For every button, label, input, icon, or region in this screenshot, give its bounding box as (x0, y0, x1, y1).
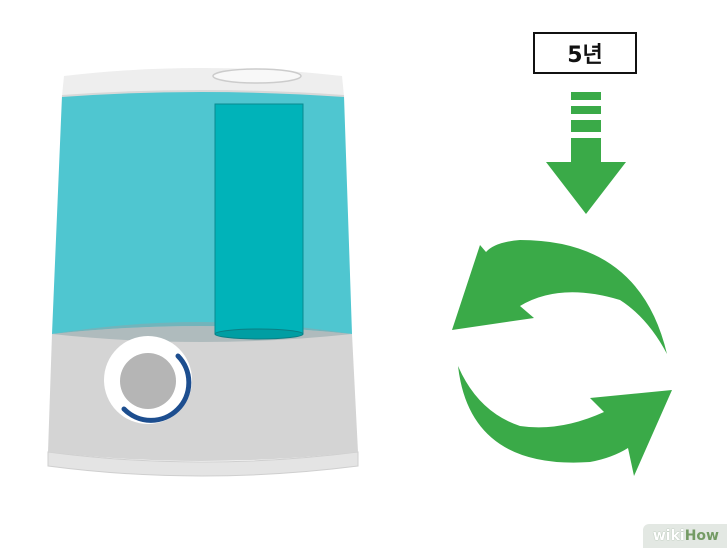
year-label: 5년 (533, 32, 637, 74)
watermark-how: How (684, 528, 719, 544)
water-tank (52, 91, 352, 334)
dial-knob (104, 336, 192, 424)
water-tube (214, 103, 304, 335)
refresh-cycle-arrows-icon (452, 240, 672, 476)
watermark-wiki: wiki (652, 528, 685, 544)
humidifier-icon (47, 68, 359, 477)
dashed-down-arrow-icon (546, 92, 626, 214)
